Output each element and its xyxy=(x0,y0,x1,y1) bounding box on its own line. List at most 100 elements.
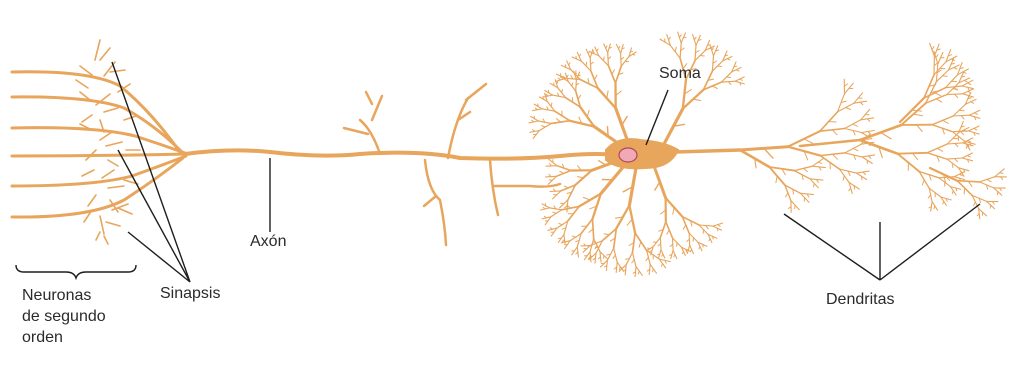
neuronas-line-3: orden xyxy=(22,327,106,348)
dendrite-branch xyxy=(795,205,796,208)
dendrite-branch xyxy=(578,95,581,99)
dendrite-branch xyxy=(572,236,575,237)
dendrite-branch xyxy=(952,191,953,194)
dendrite-branch xyxy=(662,254,663,256)
neuronas-bracket xyxy=(16,265,136,278)
dendrite-branch xyxy=(914,114,923,116)
dendrite-branch xyxy=(648,248,650,249)
dendrite-branch xyxy=(734,66,737,67)
dendrite-branch xyxy=(683,37,686,38)
soma xyxy=(606,139,678,168)
dendrite-branch xyxy=(639,242,641,248)
dendrite-branch xyxy=(849,188,851,191)
incoming-axon xyxy=(12,156,186,186)
dendrite-branch xyxy=(853,124,858,126)
dendrite-branch xyxy=(843,176,844,180)
dendrite-branch xyxy=(557,82,558,84)
dendrite-branch xyxy=(713,236,714,239)
dendrite-branch xyxy=(833,154,838,159)
dendrite-branch xyxy=(593,51,594,54)
dendrite-branch xyxy=(669,37,671,40)
dendrite-branch xyxy=(936,99,942,102)
dendrite-branch xyxy=(974,128,977,130)
dendrite-branch xyxy=(951,59,954,60)
incoming-axon xyxy=(12,154,188,156)
dendrite-branch xyxy=(955,94,958,97)
dendrite-branch xyxy=(804,198,805,201)
dendrite-branch xyxy=(567,75,568,77)
cell-body xyxy=(606,139,678,168)
dendritas-leader xyxy=(784,204,980,280)
dendrite-branch xyxy=(677,243,678,247)
dendrite-branch xyxy=(943,120,949,123)
dendrite-branch xyxy=(569,63,570,65)
leader-lines xyxy=(16,62,980,282)
dendrite-branch xyxy=(868,156,871,159)
dendrite-branch xyxy=(703,230,704,234)
dendrite-branch xyxy=(551,103,552,106)
dendrite-branch xyxy=(597,49,598,51)
neuronas-de-segundo-orden-label: Neuronas de segundo orden xyxy=(22,285,106,348)
dendrite-branch xyxy=(694,37,696,40)
dendrite-branch xyxy=(934,206,935,209)
dendrite-branch xyxy=(717,228,718,231)
dendrite-branch xyxy=(943,201,944,204)
dendrite-branch xyxy=(586,62,587,66)
dendrite-branch xyxy=(674,255,675,257)
dendrite-branch xyxy=(579,54,580,56)
sinapsis-label: Sinapsis xyxy=(160,284,220,304)
dendrite-branch xyxy=(564,186,568,188)
dendrite-branch xyxy=(935,93,941,96)
dendrite-branch xyxy=(646,257,649,260)
soma-label: Soma xyxy=(659,64,701,84)
dendrite-branch xyxy=(853,149,858,151)
dendrite-branch xyxy=(612,70,615,75)
dendrite-branch xyxy=(699,247,700,249)
dendrite-branch xyxy=(829,122,836,123)
dendrite-branch xyxy=(560,171,564,173)
dendrite-branch xyxy=(814,183,815,186)
dendrite-branch xyxy=(860,102,863,105)
dendrite-branch xyxy=(955,144,958,147)
dendritas-label: Dendritas xyxy=(826,290,894,310)
dendrite-branch xyxy=(975,113,978,115)
dendrite-branch xyxy=(558,78,561,80)
dendrite-branch xyxy=(928,195,931,198)
dendrite-branch xyxy=(679,35,681,38)
incoming-axon xyxy=(12,72,180,152)
dendrite-branch xyxy=(818,162,822,163)
dendrite-branch xyxy=(583,197,590,200)
neuronas-line-2: de segundo xyxy=(22,306,106,327)
dendrite-branch xyxy=(565,65,566,68)
dendrite-branch xyxy=(559,224,563,225)
dendrite-branch xyxy=(606,46,607,48)
dendrite-branch xyxy=(971,102,974,104)
dendrite-branch xyxy=(604,57,605,61)
dendrite-branch xyxy=(776,176,777,183)
dendrite-branch xyxy=(693,238,694,242)
dendrite-branch xyxy=(803,168,807,171)
dendrite-branch xyxy=(912,110,922,111)
dendrite-branch xyxy=(968,83,971,84)
dendrite-branch xyxy=(535,108,537,110)
dendrite-branch xyxy=(546,94,548,96)
dendrite-branch xyxy=(703,244,704,247)
dendrite-branch xyxy=(936,55,938,58)
dendrite-branch xyxy=(974,202,976,206)
soma-leader xyxy=(646,90,668,145)
dendrite-branch xyxy=(966,146,967,149)
dendrite-branch xyxy=(632,260,635,263)
dendrite-branch xyxy=(572,83,573,86)
dendrite-branch xyxy=(954,68,957,70)
dendrite-branch xyxy=(587,110,589,116)
dendrite-branch xyxy=(543,207,545,209)
dendrite-branch xyxy=(662,263,663,266)
neuronas-line-1: Neuronas xyxy=(22,285,106,306)
dendrite-branch xyxy=(594,75,597,80)
dendrite-branch xyxy=(961,116,964,119)
dendrite-branch xyxy=(922,180,924,185)
dendrite-branch xyxy=(718,225,720,227)
dendrite-branch xyxy=(959,110,964,111)
dendrite-branch xyxy=(700,56,704,57)
